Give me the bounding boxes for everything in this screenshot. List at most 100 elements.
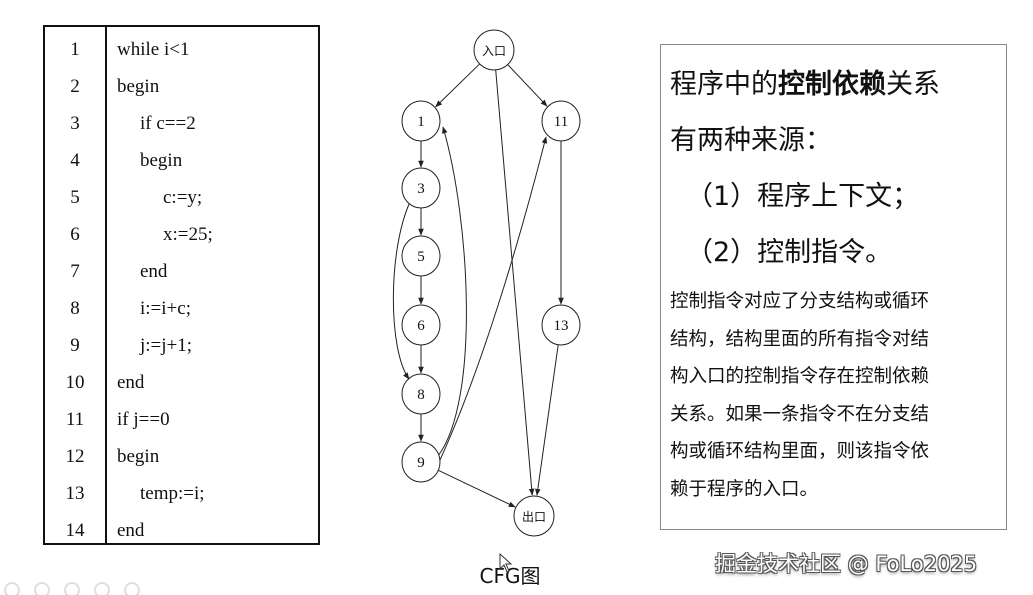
code-line: 3 if c==2 (45, 105, 318, 142)
explanation-box: 程序中的控制依赖关系 有两种来源： （1）程序上下文； （2）控制指令。 控制指… (660, 44, 1007, 530)
cfg-node-circle (401, 441, 441, 483)
code-text: x:=25; (163, 224, 213, 245)
cfg-edge-entry-exit (495, 69, 535, 496)
cfg-node-circle (401, 373, 441, 415)
code-text: begin (117, 446, 160, 467)
code-line: 14 end (45, 512, 318, 549)
code-line: 1 while i<1 (45, 31, 318, 68)
code-text: begin (117, 76, 160, 97)
explain-heading-line2: 有两种来源： (670, 125, 832, 156)
line-number: 11 (65, 409, 85, 430)
code-text: begin (140, 150, 183, 171)
cfg-node-n11: 11 (541, 100, 581, 142)
code-line: 10 end (45, 364, 318, 401)
code-line: 6 x:=25; (45, 216, 318, 253)
line-number: 9 (70, 335, 80, 356)
cfg-node-label: 13 (554, 318, 569, 334)
heading-suffix: 关系 (886, 69, 940, 100)
mouse-cursor-icon (499, 553, 513, 573)
cfg-node-circle (401, 167, 441, 209)
cfg-edge-n9-exit (438, 469, 516, 508)
cfg-node-exit: 出口 (513, 495, 555, 537)
cfg-edge-entry-n1 (435, 63, 481, 108)
line-number: 2 (70, 76, 80, 97)
cfg-node-n9: 9 (401, 441, 441, 483)
cfg-node-label: 6 (417, 318, 425, 334)
cfg-node-entry: 入口 (473, 29, 515, 71)
code-text: if c==2 (140, 113, 196, 134)
cfg-edge-entry-n11 (507, 64, 548, 107)
line-number: 6 (70, 224, 80, 245)
faint-toolbar-icons (4, 582, 140, 595)
cfg-node-circle (401, 304, 441, 346)
line-number: 4 (70, 150, 80, 171)
cfg-node-circle (473, 29, 515, 71)
code-text: end (117, 520, 145, 541)
cfg-node-circle (541, 304, 581, 346)
code-line: 5 c:=y; (45, 179, 318, 216)
line-number: 14 (65, 520, 85, 541)
line-number: 3 (70, 113, 80, 134)
code-text: end (117, 372, 145, 393)
code-line: 7 end (45, 253, 318, 290)
cfg-edge-n9-n11 (439, 136, 548, 461)
cfg-edge-n13-exit (535, 344, 559, 496)
cfg-node-label: 出口 (522, 510, 546, 524)
explain-heading-line1: 程序中的控制依赖关系 (670, 57, 998, 113)
detail-line: 构或循环结构里面，则该指令依 (670, 441, 930, 462)
cfg-node-circle (541, 100, 581, 142)
cfg-node-label: 9 (417, 455, 425, 471)
detail-line: 赖于程序的入口。 (670, 478, 819, 500)
cfg-node-label: 11 (554, 114, 568, 130)
detail-line: 构入口的控制指令存在控制依赖 (670, 366, 930, 387)
heading-bold-term: 控制依赖 (778, 69, 886, 100)
code-line: 8 i:=i+c; (45, 290, 318, 327)
code-text: j:=j+1; (140, 335, 193, 356)
code-text: c:=y; (163, 187, 203, 208)
detail-line: 结构，结构里面的所有指令对结 (670, 328, 930, 350)
cfg-node-label: 1 (417, 114, 425, 130)
cfg-node-n1: 1 (401, 100, 441, 142)
cfg-node-label: 8 (417, 387, 425, 403)
line-number: 1 (70, 39, 80, 60)
heading-prefix: 程序中的 (670, 69, 778, 100)
line-number: 13 (65, 483, 85, 504)
detail-line: 控制指令对应了分支结构或循环 (670, 291, 930, 312)
cfg-node-n13: 13 (541, 304, 581, 346)
line-number: 7 (70, 261, 80, 282)
cfg-node-circle (401, 100, 441, 142)
cfg-edge-n9-n1 (437, 126, 467, 457)
source-item-2: （2）控制指令。 (686, 237, 893, 268)
code-line: 13 temp:=i; (45, 475, 318, 512)
cfg-node-label: 3 (417, 181, 425, 197)
code-line: 9 j:=j+1; (45, 327, 318, 364)
watermark: 掘金技术社区 @ FoLo2025 (715, 552, 978, 576)
code-text: end (140, 261, 168, 282)
code-line: 2 begin (45, 68, 318, 105)
explain-detail-text: 控制指令对应了分支结构或循环 结构，结构里面的所有指令对结 构入口的控制指令存在… (670, 283, 998, 508)
cfg-node-n3: 3 (401, 167, 441, 209)
cfg-node-n5: 5 (401, 235, 441, 277)
line-number: 10 (65, 372, 85, 393)
code-line: 12 begin (45, 438, 318, 475)
source-item-1: （1）程序上下文； (686, 181, 920, 212)
code-text: i:=i+c; (140, 298, 191, 319)
detail-line: 关系。如果一条指令不在分支结 (670, 403, 930, 425)
cfg-node-circle (513, 495, 555, 537)
code-line: 4 begin (45, 142, 318, 179)
cfg-node-label: 入口 (482, 44, 506, 58)
line-number: 12 (65, 446, 85, 467)
cfg-node-label: 5 (417, 249, 425, 265)
line-number: 8 (70, 298, 80, 319)
line-number: 5 (70, 187, 80, 208)
cfg-node-circle (401, 235, 441, 277)
cfg-node-n6: 6 (401, 304, 441, 346)
cfg-edge-n3-n8 (392, 201, 411, 380)
code-listing-table: 1 while i<1 2 begin 3 if c==2 4 begin 5 c:=y; 6 x:=… (43, 25, 320, 545)
cfg-node-n8: 8 (401, 373, 441, 415)
line-number-divider (105, 27, 107, 543)
code-text: while i<1 (117, 39, 190, 60)
code-text: temp:=i; (140, 483, 205, 504)
